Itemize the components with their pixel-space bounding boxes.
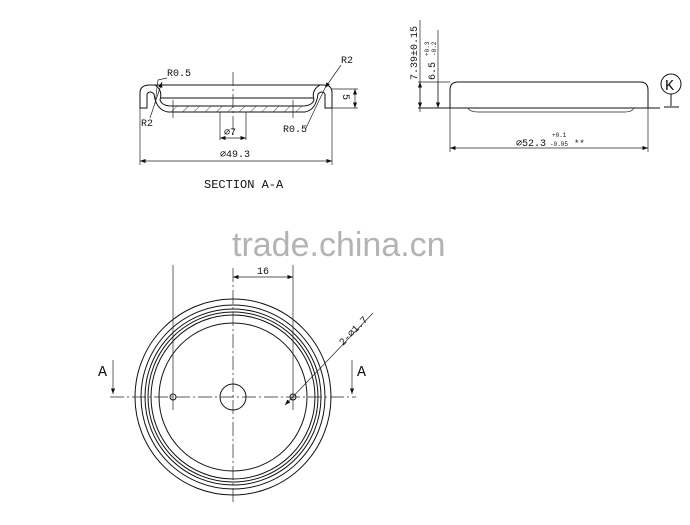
radius-bottom-left: R2	[141, 119, 153, 130]
radius-top-left: R0.5	[167, 69, 191, 80]
section-view: ⌀7 ⌀49.3 5 R0.5 R2 R2 R0.5 SECTION A-A	[139, 56, 358, 192]
hole-dia-label: ⌀7	[224, 128, 236, 139]
section-profile	[139, 84, 333, 113]
watermark: trade.china.cn	[232, 226, 446, 264]
diameter-label: ⌀52.3	[516, 139, 546, 150]
datum-label: K	[665, 78, 674, 95]
plan-view: 16 2-⌀1.7 A A	[98, 265, 374, 505]
body-height-tol-upper: +0.3	[424, 41, 431, 56]
total-height-label: 7.39±0.15	[410, 26, 421, 80]
diameter-tol-lower: -0.05	[550, 141, 568, 148]
outer-dia-label: ⌀49.3	[220, 150, 250, 161]
diameter-tol-upper: +0.1	[552, 132, 567, 139]
body-height-tol-lower: -0.2	[431, 41, 438, 56]
side-outline	[449, 81, 649, 108]
body-height-label: 6.5	[428, 62, 439, 80]
radius-bottom-right: R0.5	[283, 125, 307, 136]
section-marker-left: A	[98, 364, 107, 381]
hole-spacing-label: 16	[257, 267, 269, 278]
side-view: 7.39±0.15 6.5 +0.3 -0.2 ⌀52.3 +0.1 -0.05…	[410, 20, 682, 152]
section-title: SECTION A-A	[204, 178, 284, 192]
section-marker-right: A	[357, 364, 366, 381]
diameter-mark: **	[574, 139, 585, 149]
height-label: 5	[339, 94, 350, 100]
radius-top-right: R2	[341, 56, 353, 67]
section-hatch	[170, 106, 306, 112]
hole-callout: 2-⌀1.7	[338, 315, 371, 349]
